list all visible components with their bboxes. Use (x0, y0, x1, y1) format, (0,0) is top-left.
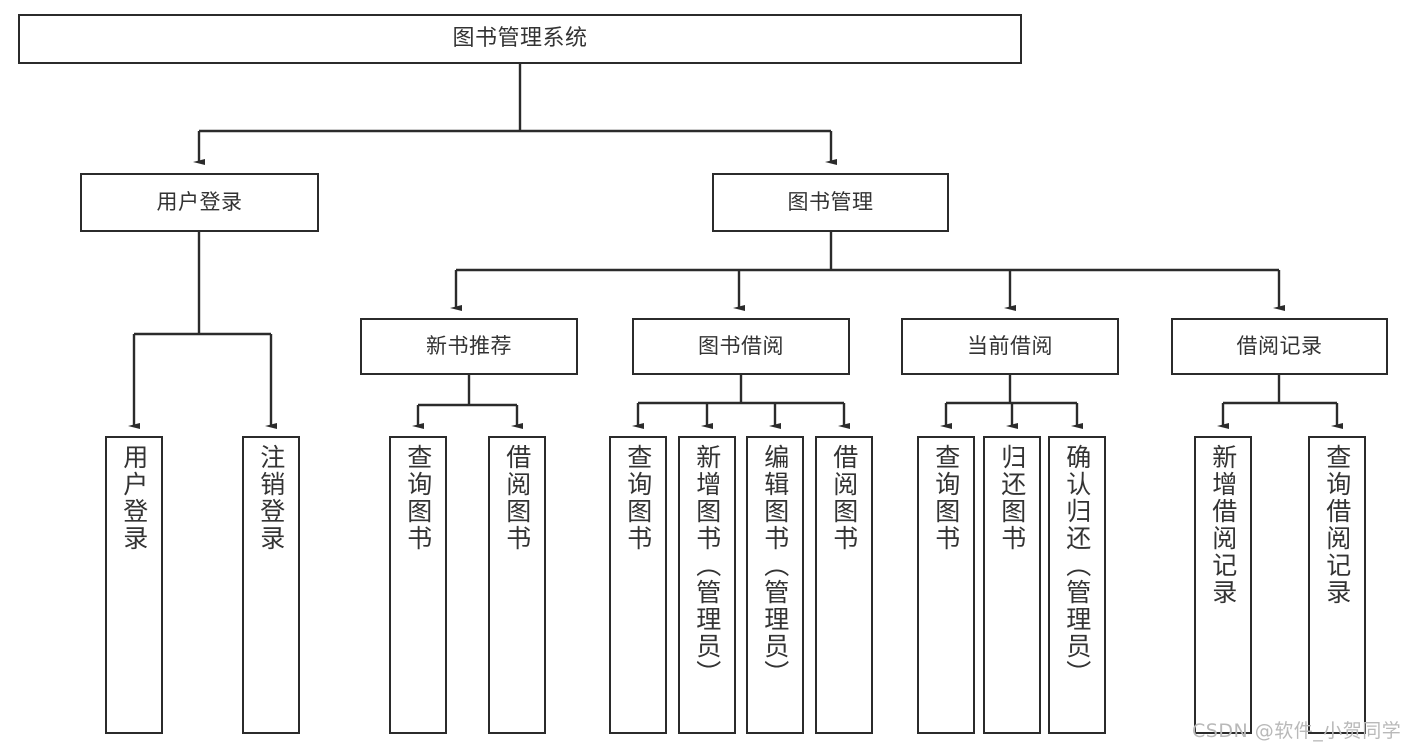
node-leaf-query-book-1-label: 查询图书 (403, 444, 433, 552)
node-borrow-record[interactable]: 借阅记录 (1171, 318, 1388, 375)
node-leaf-query-book-2-label: 查询图书 (623, 444, 653, 552)
node-book-borrow-label: 图书借阅 (698, 333, 784, 358)
node-leaf-query-borrow-record-label: 查询借阅记录 (1322, 444, 1352, 606)
node-leaf-borrow-book-1-label: 借阅图书 (502, 444, 532, 552)
node-leaf-query-borrow-record[interactable]: 查询借阅记录 (1308, 436, 1366, 734)
node-leaf-add-book-label: 新增图书（管理员） (692, 444, 722, 687)
node-leaf-return-book[interactable]: 归还图书 (983, 436, 1041, 734)
node-leaf-borrow-book-2-label: 借阅图书 (829, 444, 859, 552)
node-leaf-edit-book-label: 编辑图书（管理员） (760, 444, 790, 687)
node-leaf-query-book-3[interactable]: 查询图书 (917, 436, 975, 734)
node-leaf-borrow-book-2[interactable]: 借阅图书 (815, 436, 873, 734)
node-leaf-query-book-3-label: 查询图书 (931, 444, 961, 552)
node-leaf-query-book-2[interactable]: 查询图书 (609, 436, 667, 734)
node-borrow-record-label: 借阅记录 (1236, 333, 1323, 358)
node-book-borrow[interactable]: 图书借阅 (632, 318, 850, 375)
node-new-book-recommend[interactable]: 新书推荐 (360, 318, 578, 375)
node-leaf-user-logout-label: 注销登录 (256, 444, 286, 552)
node-user-login[interactable]: 用户登录 (80, 173, 319, 232)
node-book-manage-label: 图书管理 (787, 189, 874, 214)
node-leaf-query-book-1[interactable]: 查询图书 (389, 436, 447, 734)
node-book-manage[interactable]: 图书管理 (712, 173, 949, 232)
node-leaf-user-logout[interactable]: 注销登录 (242, 436, 300, 734)
csdn-watermark: CSDN @软件_小贺同学 (1192, 720, 1402, 742)
node-leaf-add-book[interactable]: 新增图书（管理员） (678, 436, 736, 734)
node-leaf-add-borrow-record-label: 新增借阅记录 (1208, 444, 1238, 606)
node-leaf-edit-book[interactable]: 编辑图书（管理员） (746, 436, 804, 734)
node-root-system-label: 图书管理系统 (452, 25, 588, 51)
node-leaf-confirm-return[interactable]: 确认归还（管理员） (1048, 436, 1106, 734)
node-user-login-label: 用户登录 (156, 189, 243, 214)
node-leaf-confirm-return-label: 确认归还（管理员） (1062, 444, 1092, 687)
node-leaf-return-book-label: 归还图书 (997, 444, 1027, 552)
node-current-borrow[interactable]: 当前借阅 (901, 318, 1119, 375)
node-leaf-user-login-label: 用户登录 (119, 444, 149, 552)
node-new-book-recommend-label: 新书推荐 (426, 333, 512, 358)
node-root-system[interactable]: 图书管理系统 (18, 14, 1022, 64)
node-current-borrow-label: 当前借阅 (967, 333, 1053, 358)
node-leaf-borrow-book-1[interactable]: 借阅图书 (488, 436, 546, 734)
node-leaf-user-login[interactable]: 用户登录 (105, 436, 163, 734)
node-leaf-add-borrow-record[interactable]: 新增借阅记录 (1194, 436, 1252, 734)
